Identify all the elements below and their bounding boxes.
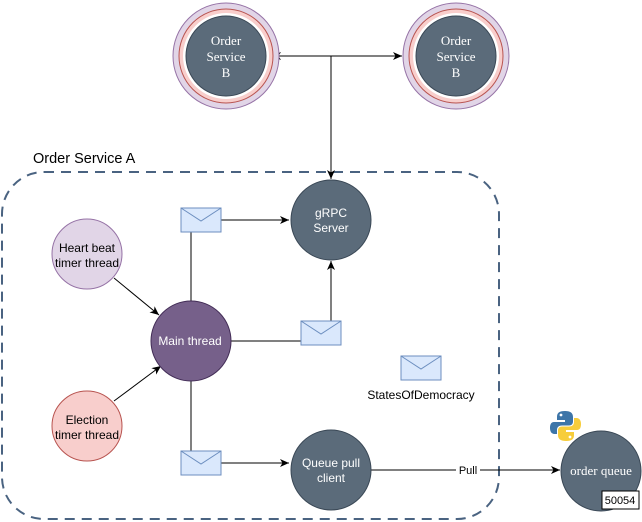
pull-edge-label: Pull: [459, 465, 477, 477]
election-timer-thread-node: Election timer thread: [51, 390, 123, 462]
order-service-b-left-line1: Order: [211, 33, 242, 48]
order-service-a-label: Order Service A: [33, 151, 136, 167]
order-service-b-left-line3: B: [222, 65, 231, 80]
envelope-icon: [180, 450, 222, 476]
edge-heartbeat-to-main: [113, 277, 160, 316]
order-queue-label: order queue: [570, 463, 632, 478]
order-service-b-right-line3: B: [452, 65, 461, 80]
edge-election-to-main: [113, 365, 162, 402]
envelope-icon: [180, 207, 222, 233]
election-line1: Election: [66, 413, 109, 427]
heartbeat-line2: timer thread: [55, 256, 119, 270]
envelope-icon: [300, 320, 342, 346]
grpc-server-node: gRPC Server: [290, 179, 372, 261]
connectors: [113, 52, 560, 474]
heartbeat-line1: Heart beat: [59, 241, 116, 255]
grpc-server-line2: Server: [313, 221, 348, 235]
main-thread-node: Main thread: [150, 300, 232, 382]
queue-pull-client-node: Queue pull client: [290, 429, 372, 511]
order-service-b-left-node: Order Service B: [172, 2, 280, 110]
python-logo-icon: [550, 411, 581, 441]
legend-label: StatesOfDemocracy: [367, 388, 474, 402]
order-service-b-right-line2: Service: [437, 49, 476, 64]
heartbeat-timer-thread-node: Heart beat timer thread: [51, 218, 123, 290]
port-badge: 50054: [601, 490, 640, 510]
port-badge-label: 50054: [605, 495, 636, 507]
order-service-b-right-line1: Order: [441, 33, 472, 48]
order-service-a-group: [1, 171, 500, 520]
legend-envelope-icon: [400, 355, 442, 381]
election-line2: timer thread: [55, 428, 119, 442]
grpc-server-line1: gRPC: [315, 206, 347, 220]
order-service-b-right-node: Order Service B: [402, 2, 510, 110]
queue-pull-client-line2: client: [317, 471, 346, 485]
queue-pull-client-line1: Queue pull: [302, 456, 360, 470]
pull-label-bg: [456, 463, 480, 476]
order-service-b-left-line2: Service: [207, 49, 246, 64]
main-thread-label: Main thread: [158, 334, 221, 348]
